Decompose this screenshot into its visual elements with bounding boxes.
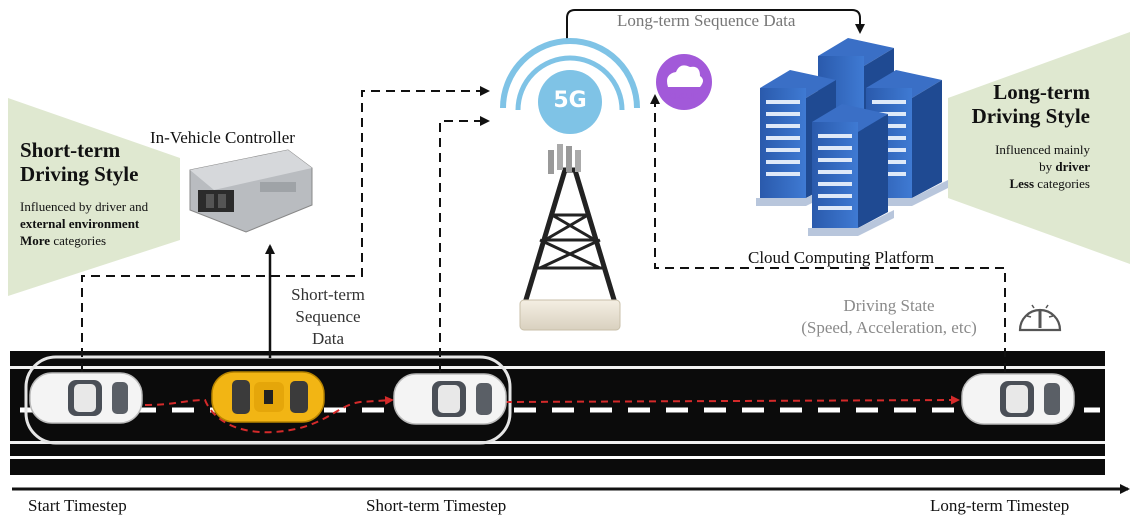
car-icon xyxy=(29,372,143,424)
long-term-sequence-label: Long-term Sequence Data xyxy=(617,11,796,30)
cloud-label: CLOUD xyxy=(668,92,700,101)
5g-label: 5G xyxy=(553,88,587,113)
in-vehicle-controller-label: In-Vehicle Controller xyxy=(150,128,295,147)
short-term-title: Short-term Driving Style xyxy=(20,138,139,186)
arrow-long-term-seq xyxy=(566,9,865,40)
car-icon xyxy=(393,373,507,425)
trajectory-path-long xyxy=(504,395,960,405)
trajectory-path xyxy=(144,395,394,434)
short-term-desc: Influenced by driver and external enviro… xyxy=(20,199,149,248)
car-icon xyxy=(961,373,1075,425)
short-term-panel xyxy=(8,98,180,296)
short-term-window xyxy=(24,355,512,445)
timeline-start-label: Start Timestep xyxy=(28,496,127,515)
server-rack-icon xyxy=(756,38,948,236)
speedometer-icon xyxy=(1018,304,1062,332)
timeline-long-label: Long-term Timestep xyxy=(930,496,1070,515)
road xyxy=(10,351,1105,475)
cloud-badge-icon xyxy=(656,54,712,110)
cloud-platform-label: Cloud Computing Platform xyxy=(748,248,935,267)
driving-state-label: Driving State (Speed, Acceleration, etc) xyxy=(801,296,977,337)
short-term-sequence-label: Short-term Sequence Data xyxy=(291,285,365,348)
taxi-icon xyxy=(211,371,325,423)
long-term-title: Long-term Driving Style xyxy=(971,80,1090,128)
connector-state-to-cloud xyxy=(650,94,1006,372)
long-term-panel xyxy=(948,32,1130,264)
timeline-short-label: Short-term Timestep xyxy=(366,496,507,515)
5g-tower-icon xyxy=(500,38,640,331)
connector-short-to-5g xyxy=(439,116,490,372)
connector-car-to-5g xyxy=(81,86,490,372)
controller-ecu-icon xyxy=(189,149,313,233)
long-term-desc: Influenced mainly by driver Less categor… xyxy=(995,142,1090,191)
